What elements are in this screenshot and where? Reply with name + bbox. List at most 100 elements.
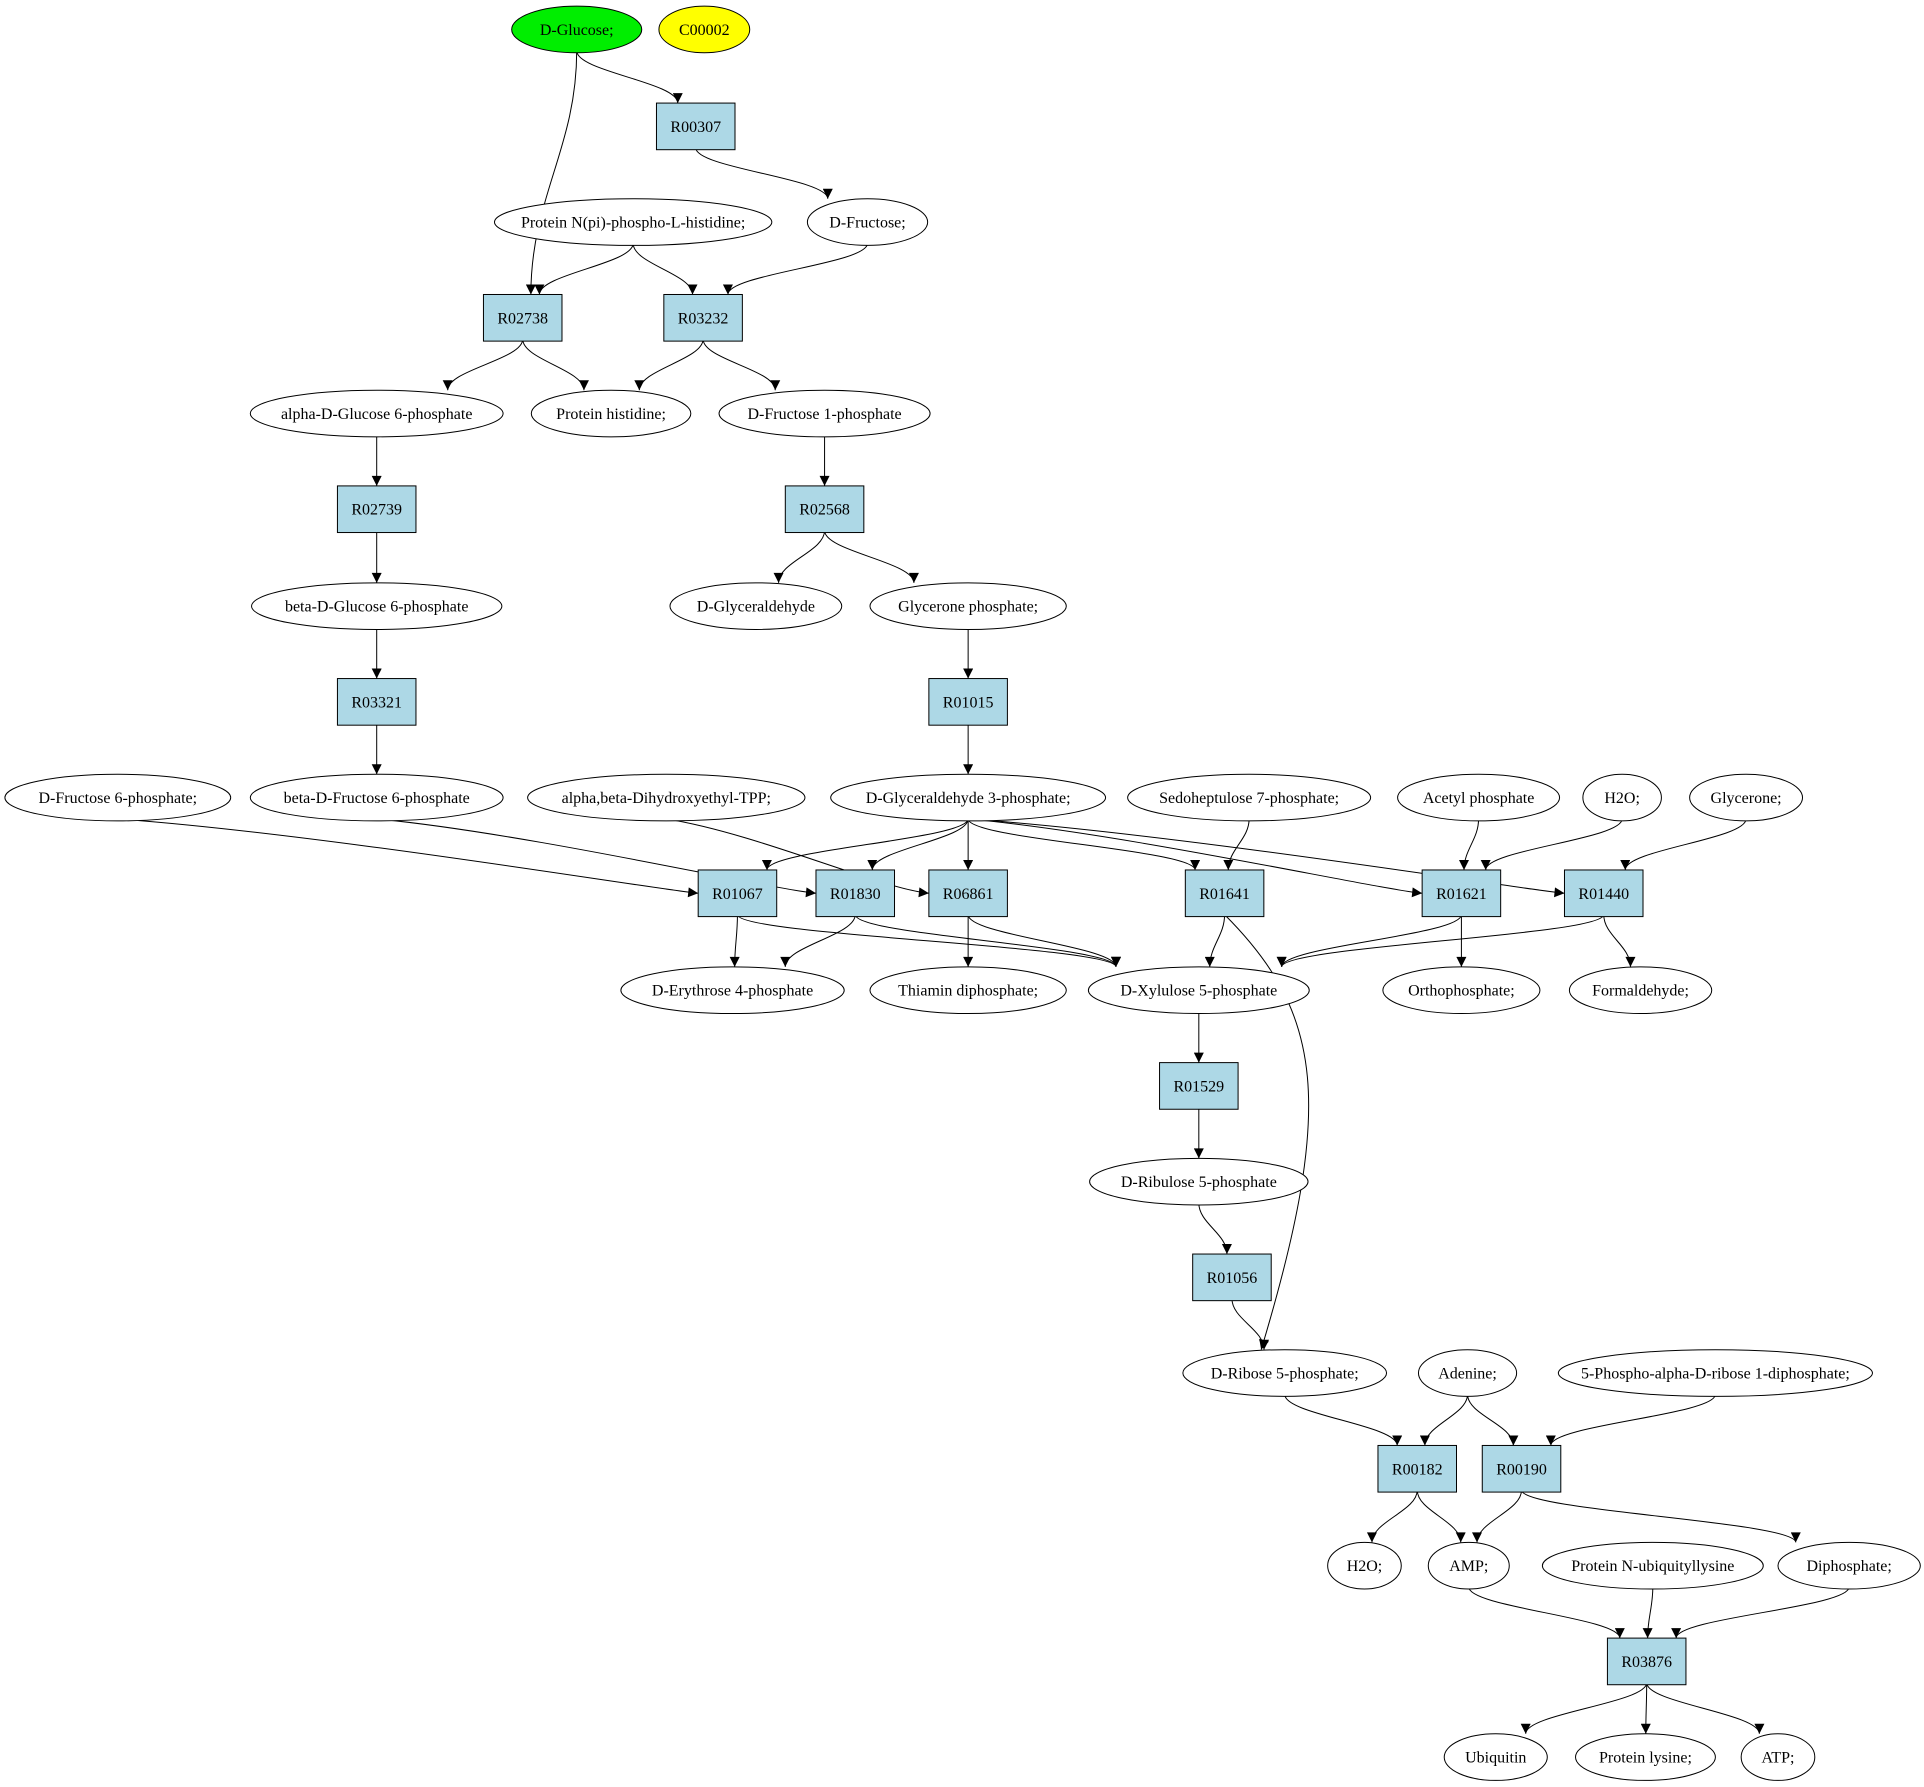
edge-r1830-to-x5p bbox=[854, 914, 1121, 968]
node-label: R01641 bbox=[1199, 886, 1250, 903]
compound-ellipse bbox=[249, 773, 504, 822]
compound-node-s7p: Sedoheptulose 7-phosphate; bbox=[1127, 773, 1372, 822]
compound-ellipse bbox=[251, 582, 503, 630]
compound-node-h2ob: H2O; bbox=[1327, 1541, 1402, 1590]
edge-r182-to-amp bbox=[1416, 1490, 1466, 1543]
edge-r5p-to-r182 bbox=[1284, 1394, 1403, 1446]
compound-node-ag6p: alpha-D-Glucose 6-phosphate bbox=[249, 389, 504, 438]
compound-node-ppi: Diphosphate; bbox=[1777, 1541, 1921, 1590]
reaction-box bbox=[1377, 1444, 1457, 1493]
reaction-box bbox=[1481, 1444, 1562, 1493]
node-label: R02738 bbox=[497, 310, 548, 327]
node-label: D-Glucose; bbox=[540, 22, 614, 39]
edge-glyc-to-r1440 bbox=[1620, 818, 1747, 871]
edge-f6p-to-r1067 bbox=[117, 818, 699, 898]
edge-r2738-to-ag6p bbox=[442, 339, 524, 391]
compound-ellipse bbox=[669, 582, 843, 630]
compound-node-ade: Adenine; bbox=[1417, 1349, 1518, 1397]
node-label: D-Glyceraldehyde bbox=[697, 599, 815, 616]
reaction-box bbox=[928, 678, 1008, 726]
node-label: R03232 bbox=[678, 310, 729, 327]
compound-ellipse bbox=[1427, 1541, 1510, 1590]
compound-ellipse bbox=[1087, 966, 1310, 1015]
edge-ade-to-r182 bbox=[1419, 1394, 1469, 1446]
compound-ellipse bbox=[527, 773, 806, 822]
reaction-box bbox=[1159, 1062, 1239, 1110]
node-label: Formaldehyde; bbox=[1592, 983, 1689, 1000]
compound-ellipse bbox=[1443, 1733, 1548, 1781]
reaction-box bbox=[1421, 869, 1502, 918]
edge-r190-to-ppi bbox=[1521, 1489, 1801, 1543]
reaction-node-r1015: R01015 bbox=[928, 678, 1008, 726]
compound-node-amp: AMP; bbox=[1427, 1541, 1510, 1590]
edge-r1641-to-r5p bbox=[1224, 914, 1310, 1350]
edge-r1067-to-e4p bbox=[729, 914, 740, 967]
compound-node-r5p: D-Ribose 5-phosphate; bbox=[1182, 1349, 1388, 1397]
node-label: R01067 bbox=[712, 886, 763, 903]
compound-node-tdp: Thiamin diphosphate; bbox=[869, 966, 1067, 1015]
node-label: Acetyl phosphate bbox=[1423, 790, 1535, 807]
compound-ellipse bbox=[830, 773, 1107, 822]
node-label: R01015 bbox=[943, 694, 994, 711]
edge-pnub-to-r3876 bbox=[1642, 1587, 1654, 1639]
edge-h2oa-to-r1621 bbox=[1480, 818, 1623, 871]
node-label: D-Glyceraldehyde 3-phosphate; bbox=[866, 790, 1071, 807]
edge-g3p-to-r1621 bbox=[968, 818, 1423, 898]
node-label: D-Ribulose 5-phosphate bbox=[1121, 1174, 1277, 1191]
compound-node-dhap: Glycerone phosphate; bbox=[869, 582, 1067, 630]
compound-node-pi: Orthophosphate; bbox=[1382, 966, 1541, 1015]
node-label: H2O; bbox=[1347, 1558, 1383, 1575]
edge-amp-to-r3876 bbox=[1468, 1586, 1625, 1639]
node-label: D-Fructose 1-phosphate bbox=[747, 406, 901, 423]
compound-ellipse bbox=[530, 389, 692, 438]
node-label: Adenine; bbox=[1438, 1366, 1497, 1383]
node-label: D-Fructose 6-phosphate; bbox=[38, 790, 197, 807]
node-label: beta-D-Fructose 6-phosphate bbox=[284, 790, 470, 807]
reaction-node-r2738: R02738 bbox=[482, 293, 563, 342]
edge-tpp2-to-r6861 bbox=[666, 818, 929, 898]
edge-ru5p-to-r1056 bbox=[1198, 1202, 1232, 1255]
edge-r3232-to-phis bbox=[634, 339, 704, 391]
compound-ellipse bbox=[1557, 1349, 1873, 1397]
compound-ellipse bbox=[1182, 1349, 1388, 1397]
edge-r2738-to-phis bbox=[522, 339, 589, 391]
compound-ellipse bbox=[869, 966, 1067, 1015]
node-label: D-Fructose; bbox=[829, 215, 905, 232]
compound-node-ubq: Ubiquitin bbox=[1443, 1733, 1548, 1781]
node-label: 5-Phospho-alpha-D-ribose 1-diphosphate; bbox=[1581, 1366, 1850, 1383]
reaction-node-r3876: R03876 bbox=[1606, 1637, 1687, 1686]
compound-node-pnub: Protein N-ubiquityllysine bbox=[1541, 1541, 1764, 1590]
reaction-node-r1621: R01621 bbox=[1421, 869, 1502, 918]
edge-r1830-to-e4p bbox=[780, 914, 856, 967]
node-label: R01056 bbox=[1207, 1270, 1258, 1287]
node-label: C00002 bbox=[679, 22, 730, 39]
node-label: Protein N-ubiquityllysine bbox=[1571, 1558, 1734, 1575]
node-label: Protein N(pi)-phospho-L-histidine; bbox=[521, 215, 745, 232]
edge-r3232-to-f1p bbox=[702, 339, 781, 391]
edge-ppi-to-r3876 bbox=[1671, 1586, 1850, 1639]
compound-node-pnhis: Protein N(pi)-phospho-L-histidine; bbox=[493, 198, 773, 246]
edge-g3p-to-r1067 bbox=[761, 818, 969, 871]
edges-layer bbox=[117, 50, 1850, 1734]
node-label: D-Ribose 5-phosphate; bbox=[1211, 1366, 1359, 1383]
reaction-node-r190: R00190 bbox=[1481, 1444, 1562, 1493]
reaction-node-r1067: R01067 bbox=[697, 869, 778, 918]
node-label: R02568 bbox=[799, 502, 850, 519]
node-label: ATP; bbox=[1762, 1750, 1795, 1767]
edge-r182-to-h2ob bbox=[1366, 1490, 1418, 1543]
reaction-box bbox=[784, 485, 865, 534]
compound-ellipse bbox=[1397, 773, 1561, 822]
edge-prpp-to-r190 bbox=[1545, 1394, 1716, 1446]
node-label: H2O; bbox=[1604, 790, 1640, 807]
reaction-node-r307: R00307 bbox=[655, 102, 736, 151]
reaction-box bbox=[815, 869, 896, 918]
compound-ellipse bbox=[1089, 1157, 1309, 1206]
compound-node-f6p: D-Fructose 6-phosphate; bbox=[4, 773, 232, 822]
node-label: Orthophosphate; bbox=[1408, 983, 1515, 1000]
compound-ellipse bbox=[1417, 1349, 1518, 1397]
node-label: Sedoheptulose 7-phosphate; bbox=[1159, 790, 1339, 807]
compound-node-e4p: D-Erythrose 4-phosphate bbox=[620, 966, 845, 1015]
node-label: R00190 bbox=[1496, 1461, 1547, 1478]
compound-ellipse bbox=[1582, 773, 1662, 822]
